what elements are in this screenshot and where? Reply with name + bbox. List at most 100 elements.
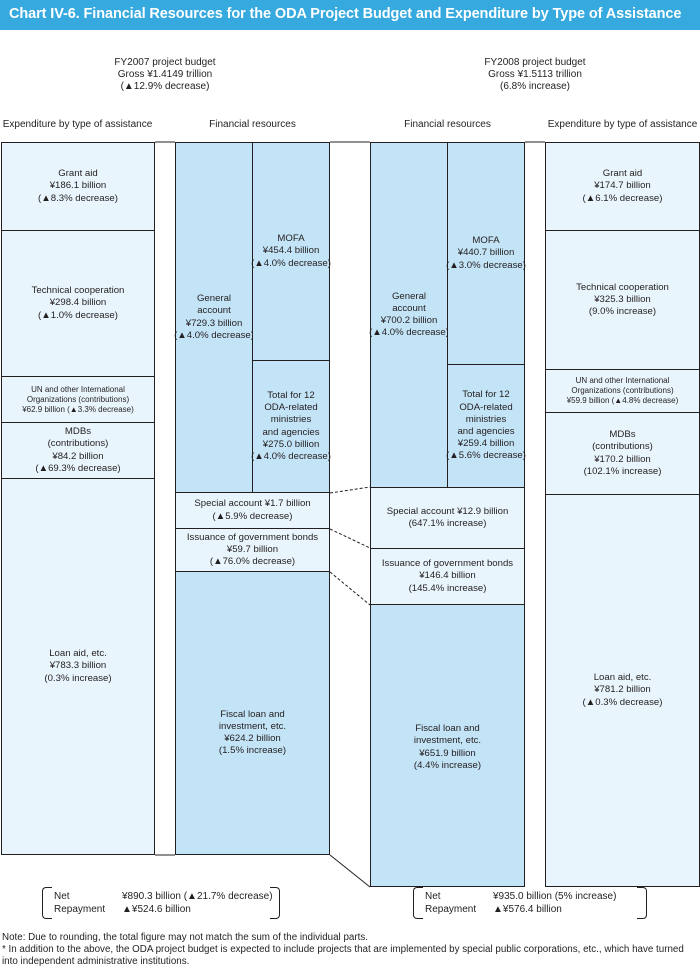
- fy2008-header-line: Gross ¥1.5113 trillion: [488, 69, 582, 80]
- fy2008-repayment-value: ▲¥576.4 billion: [493, 904, 562, 915]
- fy2008-net-label: Net: [425, 891, 441, 902]
- fy2007-mdbs-line: (▲69.3% decrease): [35, 462, 121, 474]
- fy2007-technical-cooperation-line: ¥298.4 billion: [49, 297, 107, 309]
- fy2008-grant-aid-line: Grant aid: [602, 168, 643, 180]
- fy2008-ministries-box: Total for 12 ODA-related ministries and …: [446, 364, 526, 488]
- fy2007-mofa-line: ¥454.4 billion: [262, 245, 320, 257]
- fy2007-header: FY2007 project budget Gross ¥1.4149 tril…: [80, 57, 250, 93]
- fy2008-ministries-line: ministries: [465, 413, 507, 425]
- fy2007-bracket-left: [42, 887, 52, 919]
- fy2008-resources-heading: Financial resources: [404, 119, 491, 130]
- fy2007-general-account-line: (▲4.0% decrease): [174, 329, 254, 341]
- fy2008-general-account-line: (▲4.0% decrease): [369, 327, 449, 339]
- fy2008-government-bonds-box: Issuance of government bonds ¥146.4 bill…: [370, 548, 525, 605]
- connector-special-account: [329, 486, 371, 494]
- fy2008-bracket-left: [413, 887, 423, 919]
- fy2008-mdbs-line: ¥170.2 billion: [594, 453, 651, 465]
- fy2008-repayment-label: Repayment: [425, 904, 477, 915]
- fy2008-ministries-line: ODA-related: [459, 401, 513, 413]
- fy2007-repayment-row: Repayment▲¥524.6 billion: [54, 904, 191, 916]
- fy2008-special-account-line: Special account ¥12.9 billion: [386, 505, 509, 517]
- fy2007-net-value: ¥890.3 billion (▲21.7% decrease): [122, 891, 273, 902]
- fy2007-expenditure-heading: Expenditure by type of assistance: [2, 119, 153, 130]
- fy2008-mdbs-line: MDBs: [609, 429, 636, 441]
- fy2007-bracket-right: [270, 887, 280, 919]
- fy2007-technical-cooperation-line: Technical cooperation: [31, 285, 125, 297]
- fy2007-un-organizations-box: UN and other International Organizations…: [1, 376, 155, 423]
- fy2008-government-bonds-line: (145.4% increase): [408, 582, 487, 594]
- fy2007-mofa-box: MOFA ¥454.4 billion (▲4.0% decrease): [251, 142, 331, 361]
- fy2008-special-account-box: Special account ¥12.9 billion (647.1% in…: [370, 487, 525, 549]
- fy2008-ministries-line: ¥259.4 billion: [457, 438, 515, 450]
- fy2007-ministries-line: ODA-related: [264, 402, 318, 414]
- fy2007-loan-aid-box: Loan aid, etc. ¥783.3 billion (0.3% incr…: [1, 478, 155, 855]
- fy2007-loan-aid-line: ¥783.3 billion: [49, 660, 107, 672]
- fy2008-special-account-line: (647.1% increase): [408, 518, 487, 529]
- fy2007-mofa-line: (▲4.0% decrease): [251, 257, 331, 269]
- fy2008-grant-aid-box: Grant aid ¥174.7 billion (▲6.1% decrease…: [545, 142, 700, 231]
- fy2007-government-bonds-line: Issuance of government bonds: [186, 531, 319, 543]
- fy2007-technical-cooperation-line: (▲1.0% decrease): [38, 309, 118, 321]
- fy2007-ministries-line: (▲4.0% decrease): [251, 450, 331, 462]
- fy2007-mdbs-line: (contributions): [47, 438, 109, 450]
- fy2008-un-organizations-box: UN and other International Organizations…: [545, 369, 700, 413]
- fy2007-ministries-line: ministries: [270, 414, 312, 426]
- fy2007-mdbs-line: ¥84.2 billion: [52, 450, 104, 462]
- fy2007-resources-heading: Financial resources: [209, 119, 296, 130]
- fy2007-government-bonds-line: (▲76.0% decrease): [209, 556, 296, 568]
- fy2008-ministries-line: Total for 12: [462, 389, 510, 401]
- fy2007-mdbs-line: MDBs: [64, 426, 92, 438]
- fy2008-ministries-line: and agencies: [457, 426, 515, 437]
- fy2008-bracket-right: [637, 887, 647, 919]
- fy2007-fiscal-loan-line: ¥624.2 billion: [224, 733, 281, 744]
- fy2007-ministries-box: Total for 12 ODA-related ministries and …: [251, 360, 331, 493]
- fy2008-fiscal-loan-line: Fiscal loan and: [415, 723, 480, 735]
- fy2007-fiscal-loan-box: Fiscal loan and investment, etc. ¥624.2 …: [175, 571, 330, 855]
- fy2008-mdbs-line: (contributions): [592, 441, 653, 453]
- chart-title-bar: Chart IV-6. Financial Resources for the …: [0, 0, 700, 30]
- fy2008-fiscal-loan-box: Fiscal loan and investment, etc. ¥651.9 …: [370, 604, 525, 887]
- fy2007-ministries-line: ¥275.0 billion: [262, 438, 320, 450]
- fy2008-government-bonds-line: Issuance of government bonds: [381, 558, 514, 570]
- fy2008-mofa-box: MOFA ¥440.7 billion (▲3.0% decrease): [446, 142, 526, 365]
- fy2008-general-account-box: General account ¥700.2 billion (▲4.0% de…: [369, 142, 449, 488]
- fy2008-grant-aid-line: (▲6.1% decrease): [582, 192, 663, 204]
- fy2007-repayment-value: ▲¥524.6 billion: [122, 904, 191, 915]
- connector-bottom-middle: [329, 854, 371, 888]
- fy2007-net-label: Net: [54, 891, 70, 902]
- fy2008-net-value: ¥935.0 billion (5% increase): [493, 891, 617, 902]
- connector-fiscal-loan: [329, 571, 371, 606]
- fy2008-technical-cooperation-line: ¥325.3 billion: [594, 293, 651, 305]
- fy2008-technical-cooperation-box: Technical cooperation ¥325.3 billion (9.…: [545, 230, 700, 370]
- fy2008-mofa-line: ¥440.7 billion: [457, 247, 515, 259]
- fy2008-mofa-line: (▲3.0% decrease): [446, 259, 526, 271]
- fy2007-header-line: Gross ¥1.4149 trillion: [117, 69, 213, 80]
- fy2008-loan-aid-line: ¥781.2 billion: [594, 684, 651, 696]
- fy2008-technical-cooperation-line: Technical cooperation: [576, 281, 669, 293]
- fy2007-un-organizations-line: Organizations (contributions): [26, 394, 130, 404]
- fy2008-un-organizations-line: UN and other International: [575, 376, 670, 385]
- fy2007-fiscal-loan-line: investment, etc.: [218, 720, 287, 732]
- fy2007-grant-aid-box: Grant aid ¥186.1 billion (▲8.3% decrease…: [1, 142, 155, 231]
- fy2007-un-organizations-line: UN and other International: [31, 384, 125, 394]
- fy2008-un-organizations-line: Organizations (contributions): [571, 386, 674, 395]
- fy2007-fiscal-loan-line: (1.5% increase): [218, 745, 287, 757]
- fy2007-grant-aid-line: ¥186.1 billion: [49, 180, 107, 192]
- fy2008-header: FY2008 project budget Gross ¥1.5113 tril…: [450, 57, 620, 93]
- fy2008-general-account-line: General: [391, 290, 427, 302]
- fy2008-net-row: Net ¥935.0 billion (5% increase): [425, 891, 616, 903]
- footnote: * In addition to the above, the ODA proj…: [2, 944, 684, 967]
- fy2008-fiscal-loan-line: investment, etc.: [413, 735, 482, 747]
- fy2008-mdbs-line: (102.1% increase): [583, 465, 662, 477]
- fy2008-fiscal-loan-line: ¥651.9 billion: [419, 747, 476, 759]
- fy2008-header-line: (6.8% increase): [499, 81, 571, 92]
- fy2007-un-organizations-line: ¥62.9 billion (▲3.3% decrease): [22, 404, 134, 414]
- fy2008-government-bonds-line: ¥146.4 billion: [419, 570, 476, 582]
- fy2008-mofa-line: MOFA: [472, 235, 500, 247]
- fy2007-fiscal-loan-line: Fiscal loan and: [220, 708, 285, 720]
- fy2008-header-line: FY2008 project budget: [484, 57, 586, 68]
- fy2008-general-account-line: ¥700.2 billion: [380, 315, 438, 326]
- fy2008-technical-cooperation-line: (9.0% increase): [588, 306, 657, 318]
- fy2007-special-account-line: (▲5.9% decrease): [212, 510, 293, 522]
- fy2008-mdbs-box: MDBs (contributions) ¥170.2 billion (102…: [545, 412, 700, 495]
